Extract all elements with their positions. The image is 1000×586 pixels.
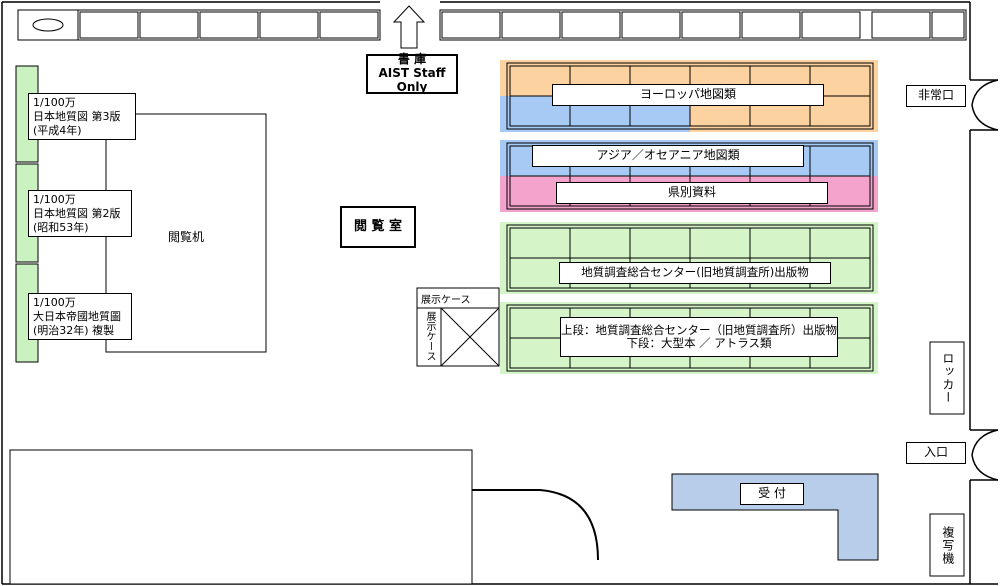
emergency-exit-label: 非常口 — [906, 85, 966, 107]
reading-room-label: 閲 覧 室 — [340, 206, 416, 248]
display-case-side-label: 展示ケース — [424, 311, 435, 361]
map-3-scale: 1/100万 — [33, 296, 76, 309]
stacks-subtitle: AIST Staff Only — [378, 66, 446, 94]
map-2-name: 日本地質図 第2版 — [33, 206, 121, 220]
reception-label: 受 付 — [740, 483, 804, 505]
arrow-up-icon — [392, 5, 426, 49]
stacks-label: 書 庫 AIST Staff Only — [366, 52, 458, 94]
reading-room-text: 閲 覧 室 — [353, 218, 403, 234]
map-label-2: 1/100万 日本地質図 第2版 (昭和53年) — [28, 190, 132, 238]
shelf-unit — [506, 142, 874, 210]
locker-label: ロッカー — [940, 352, 955, 404]
shelf-unit — [506, 62, 874, 130]
shelf-label-gsj: 地質調査総合センター(旧地質調査所)出版物 — [559, 262, 831, 284]
stacks-title: 書 庫 — [397, 52, 427, 67]
sink-icon — [32, 18, 64, 32]
map-label-1: 1/100万 日本地質図 第3版 (平成4年) — [28, 93, 136, 141]
map-1-year: (平成4年) — [33, 123, 82, 137]
map-label-3: 1/100万 大日本帝國地質圖 (明治32年) 複製 — [28, 293, 132, 341]
map-1-name: 日本地質図 第3版 — [33, 109, 121, 123]
map-2-year: (昭和53年) — [33, 220, 89, 234]
viewer-machine-label: 閲覧机 — [168, 230, 205, 244]
shelf-label-prefecture: 県別資料 — [556, 182, 828, 204]
shelf-cell — [809, 95, 871, 127]
entrance-label[interactable]: 入口 — [906, 442, 966, 464]
map-3-year: (明治32年) 複製 — [33, 323, 115, 337]
copier-label: 複写機 — [940, 525, 955, 565]
map-3-name: 大日本帝國地質圖 — [33, 309, 121, 323]
map-1-scale: 1/100万 — [33, 96, 76, 109]
shelf-unit — [506, 304, 874, 372]
reception-counter — [671, 473, 879, 561]
shelf-label-asia: アジア／オセアニア地図類 — [532, 145, 804, 167]
shelf-label-europe: ヨーロッパ地図類 — [552, 84, 824, 106]
shelf-bottom-line1: 上段：地質調査総合センター（旧地質調査所）出版物 — [561, 322, 837, 337]
shelf-unit — [506, 224, 874, 292]
map-2-scale: 1/100万 — [33, 193, 76, 206]
shelf-label-bottom: 上段：地質調査総合センター（旧地質調査所）出版物 下段：大型本 ／ アトラス類 — [560, 317, 838, 357]
viewer-table — [105, 113, 267, 353]
shelf-bottom-line2: 下段：大型本 ／ アトラス類 — [626, 336, 772, 350]
display-case-top-label: 展示ケース — [421, 295, 471, 306]
